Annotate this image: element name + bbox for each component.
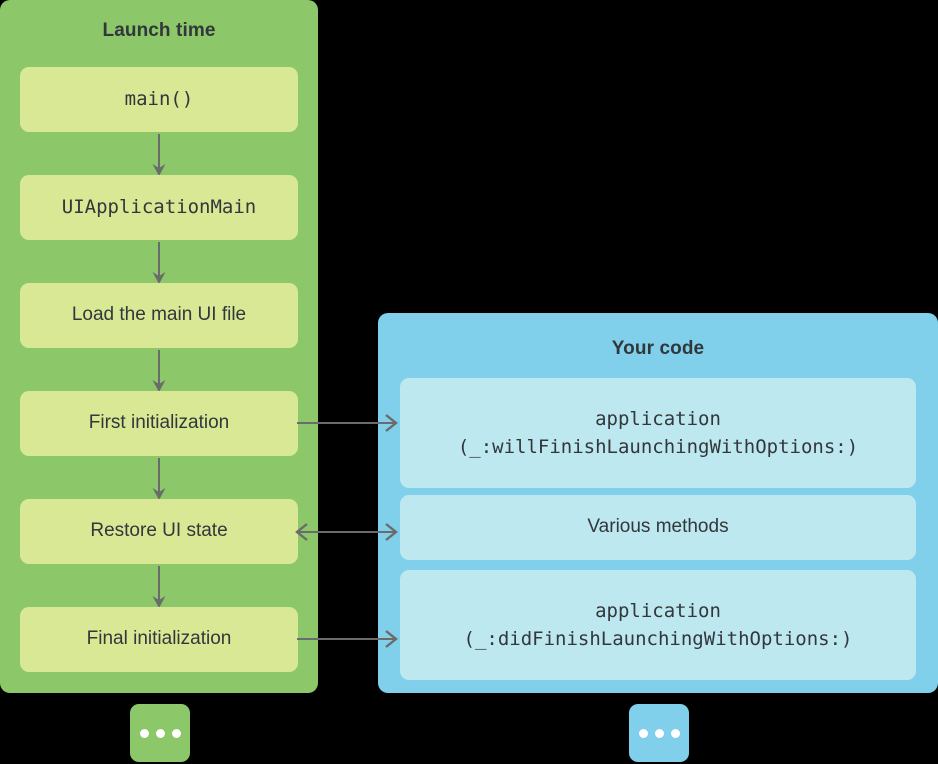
launch-time-more-badge[interactable] <box>130 704 190 762</box>
your-code-more-badge[interactable] <box>629 704 689 762</box>
method-card-did-finish-launching[interactable]: application (_:didFinishLaunchingWithOpt… <box>400 570 916 680</box>
method-label: application (_:willFinishLaunchingWithOp… <box>457 407 859 459</box>
arrow-down-restore-ui-to-final-init <box>150 566 168 609</box>
ellipsis-dot-icon <box>654 728 664 738</box>
connector-final-initialization-to-did-finish <box>297 628 403 650</box>
your-code-panel: Your code application (_:willFinishLaunc… <box>378 313 938 693</box>
step-card-first-initialization[interactable]: First initialization <box>20 391 298 456</box>
arrow-down-uiapplicationmain-to-load-ui <box>150 242 168 285</box>
launch-time-panel-title: Launch time <box>102 20 216 41</box>
arrow-down-first-init-to-restore-ui <box>150 458 168 501</box>
your-code-panel-title: Your code <box>611 338 705 359</box>
method-card-will-finish-launching[interactable]: application (_:willFinishLaunchingWithOp… <box>400 378 916 488</box>
step-label: First initialization <box>88 412 230 434</box>
step-label: Load the main UI file <box>71 304 247 326</box>
step-card-uiapplicationmain[interactable]: UIApplicationMain <box>20 175 298 240</box>
step-card-final-initialization[interactable]: Final initialization <box>20 607 298 672</box>
step-label: Final initialization <box>86 628 232 650</box>
ellipsis-dot-icon <box>155 728 165 738</box>
method-label: Various methods <box>587 516 729 538</box>
arrow-down-main-to-uiapplicationmain <box>150 134 168 177</box>
connector-restore-ui-state-to-various-methods <box>293 521 403 543</box>
step-card-load-main-ui-file[interactable]: Load the main UI file <box>20 283 298 348</box>
ellipsis-dot-icon <box>139 728 149 738</box>
step-label: main() <box>124 88 194 111</box>
ellipsis-dot-icon <box>171 728 181 738</box>
method-card-various-methods[interactable]: Various methods <box>400 495 916 560</box>
ellipsis-dot-icon <box>670 728 680 738</box>
step-card-restore-ui-state[interactable]: Restore UI state <box>20 499 298 564</box>
ellipsis-dot-icon <box>638 728 648 738</box>
method-label: application (_:didFinishLaunchingWithOpt… <box>463 599 853 651</box>
step-label: Restore UI state <box>90 520 228 542</box>
step-label: UIApplicationMain <box>61 196 257 219</box>
launch-time-panel: Launch time main() UIApplicationMain Loa… <box>0 0 318 693</box>
step-card-main[interactable]: main() <box>20 67 298 132</box>
arrow-down-load-ui-to-first-init <box>150 350 168 393</box>
connector-first-initialization-to-will-finish <box>297 412 403 434</box>
